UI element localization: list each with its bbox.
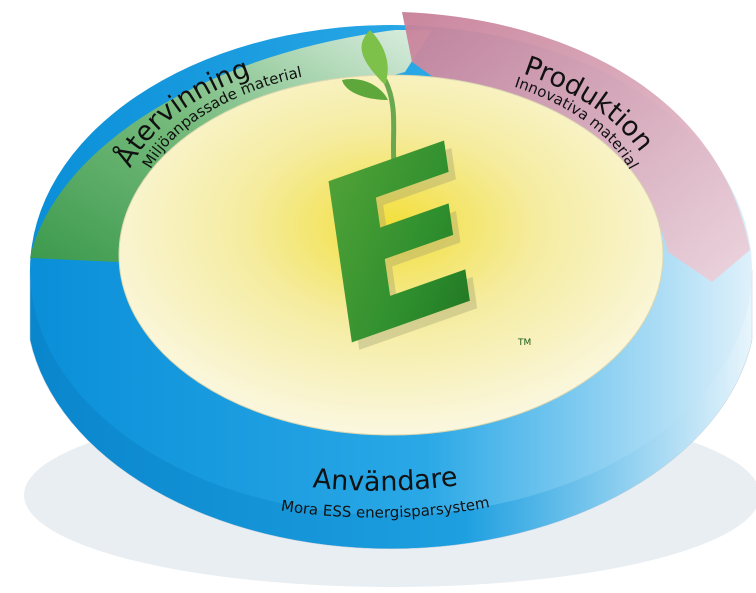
sprout-icon [342,30,398,176]
svg-text:E: E [309,97,502,409]
production-arrow [402,12,750,282]
inner-circle [118,74,664,436]
trademark-mark: TM [517,338,531,348]
logo-letter-e: E E [301,90,502,410]
users-title: Användare [312,461,460,497]
svg-text:E: E [301,90,494,402]
